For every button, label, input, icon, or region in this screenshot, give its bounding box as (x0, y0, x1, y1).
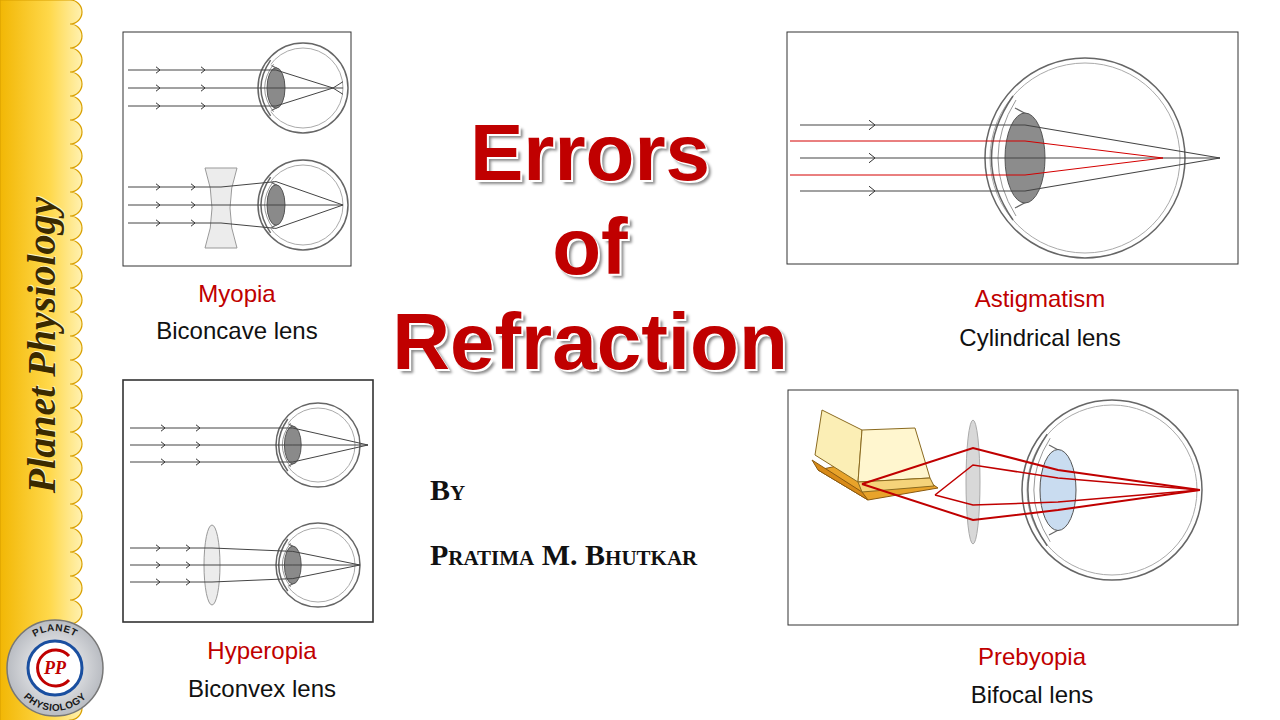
lens-type: Bifocal lens (971, 681, 1094, 709)
light-ray (862, 484, 1200, 520)
ray-arrow (201, 85, 205, 91)
ray-arrow (156, 562, 160, 568)
panel-frame (787, 32, 1238, 264)
ray-arrow (156, 220, 160, 226)
logo-monogram: PP (44, 658, 66, 679)
ray-arrow (156, 67, 160, 73)
condition-name: Hyperopia (207, 637, 316, 665)
condition-name: Astigmatism (975, 285, 1106, 313)
lens-type: Biconcave lens (156, 317, 317, 345)
ray-arrow (191, 220, 195, 226)
ray-arrow (196, 442, 200, 448)
ray-arrow (161, 442, 165, 448)
light-ray (130, 548, 360, 565)
light-ray (790, 141, 1163, 158)
author-name: Pratima M. Bhutkar (430, 538, 697, 573)
light-ray (935, 490, 1200, 505)
light-ray (130, 428, 368, 445)
logo-text: PHYSIOLOGY (22, 691, 88, 714)
lens-type: Cylindrical lens (959, 324, 1120, 352)
ray-arrow (156, 545, 160, 551)
book (812, 410, 938, 500)
eye-diagram (1022, 400, 1202, 580)
light-ray (128, 82, 343, 106)
ray-arrow (156, 202, 160, 208)
ray-arrow (191, 184, 195, 190)
light-ray (128, 182, 343, 205)
light-ray (128, 70, 343, 94)
ray-arrow (161, 459, 165, 465)
ray-arrow (201, 103, 205, 109)
ray-arrow (191, 202, 195, 208)
light-ray (130, 445, 368, 462)
panel-frame (123, 380, 373, 622)
slide-title: Errors of Refraction (355, 106, 825, 389)
ray-arrow (869, 120, 875, 130)
ray-arrow (156, 579, 160, 585)
ray-arrow (196, 459, 200, 465)
ray-arrow (186, 562, 190, 568)
ray-arrow (156, 85, 160, 91)
light-ray (790, 158, 1163, 175)
logo-text: PLANET (30, 622, 79, 639)
reading-lens (966, 420, 980, 544)
light-ray (862, 448, 1200, 490)
ray-arrow (156, 184, 160, 190)
light-ray (128, 205, 343, 228)
brand-name: Planet Physiology (19, 197, 65, 494)
ray-arrow (869, 153, 875, 163)
panel-frame (123, 32, 351, 266)
panel-frame (788, 390, 1238, 625)
ray-arrow (161, 425, 165, 431)
light-ray (935, 465, 1200, 495)
ray-arrow (186, 579, 190, 585)
ray-arrow (156, 103, 160, 109)
ray-arrow (186, 545, 190, 551)
biconcave-lens (205, 168, 237, 248)
condition-name: Prebyopia (978, 643, 1086, 671)
condition-name: Myopia (198, 280, 275, 308)
sidebar-band (0, 0, 82, 720)
lens-type: Biconvex lens (188, 675, 336, 703)
light-ray (130, 565, 360, 582)
ray-arrow (869, 186, 875, 196)
ray-arrow (201, 67, 205, 73)
ray-arrow (196, 425, 200, 431)
light-ray (130, 565, 360, 566)
logo (7, 620, 103, 716)
byline: By (430, 473, 465, 508)
